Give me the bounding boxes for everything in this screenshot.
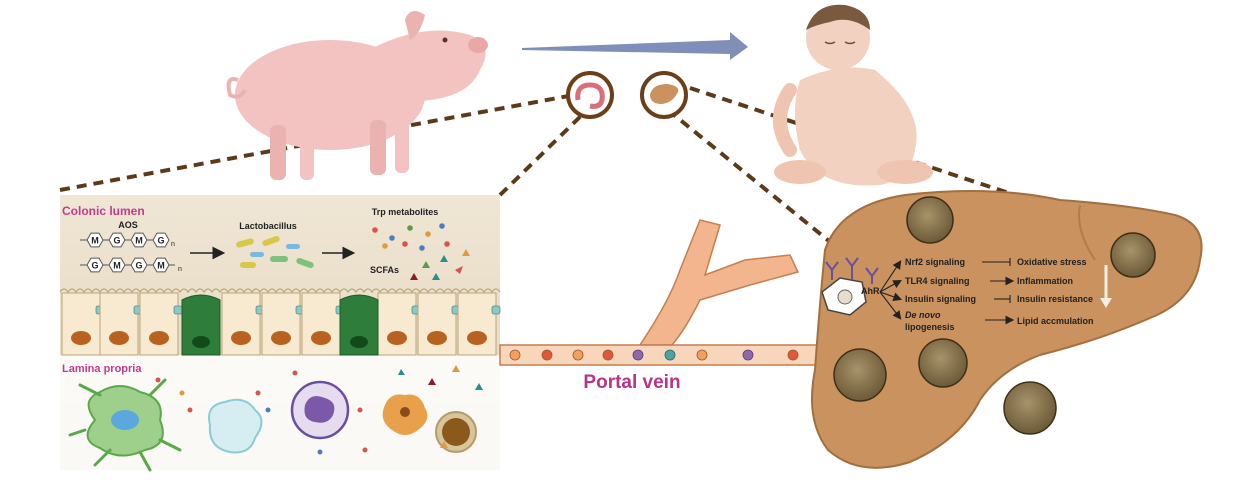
aos-hexagon — [86, 257, 104, 273]
tight-junction — [173, 305, 183, 315]
aos-hexagon — [152, 232, 170, 248]
aos-unit-label: M — [113, 261, 121, 271]
ahr-label: AhR — [861, 286, 880, 296]
epithelial-cell — [221, 292, 261, 356]
oxidative-stress-label: Oxidative stress — [1017, 257, 1087, 267]
portal-vein — [499, 219, 836, 366]
cell-nucleus — [231, 331, 251, 345]
epithelial-cell — [377, 292, 417, 356]
goblet-nucleus — [350, 336, 368, 348]
aos-unit-label: G — [135, 261, 142, 271]
cell-nucleus — [311, 331, 331, 345]
insulin-signaling-label: Insulin signaling — [905, 294, 976, 304]
portal-vein-metabolites — [509, 349, 799, 361]
aos-hexagon — [130, 232, 148, 248]
epithelial-cell — [139, 292, 179, 356]
effect-arrows — [982, 258, 1015, 325]
trp-metabolites-label: Trp metabolites — [372, 207, 439, 217]
aos-label: AOS — [118, 220, 138, 230]
aos-hexagon — [152, 257, 170, 273]
cell-nucleus — [387, 331, 407, 345]
tlr4-signaling-label: TLR4 signaling — [905, 276, 970, 286]
aos-hexagon — [130, 257, 148, 273]
goblet-cell — [181, 294, 221, 356]
epithelial-cell — [61, 292, 101, 356]
ahr-branch-lines — [879, 260, 903, 320]
inflammation-label: Inflammation — [1017, 276, 1073, 286]
cell-nucleus — [467, 331, 487, 345]
goblet-cell — [339, 294, 379, 356]
liver-organ-icon — [640, 71, 688, 119]
epithelium-layer — [59, 288, 501, 356]
epithelial-cell — [301, 292, 341, 356]
aos-unit-label: G — [157, 236, 164, 246]
cell-nucleus — [271, 331, 291, 345]
epithelial-cell — [457, 292, 497, 356]
cell-nucleus — [149, 331, 169, 345]
aos-unit-label: G — [113, 236, 120, 246]
aos-subscript-1: n — [171, 241, 175, 248]
baby-illustration — [773, 4, 933, 186]
pig-illustration — [226, 11, 488, 180]
colonic-lumen-label: Colonic lumen — [62, 204, 145, 218]
aos-hexagon — [108, 257, 126, 273]
aos-unit-label: M — [157, 261, 165, 271]
lactobacillus-bacteria — [236, 235, 314, 269]
aos-unit-label: M — [135, 236, 143, 246]
growth-arrow — [522, 32, 748, 60]
lipid-accumulation-label: Lipid accmulation — [1017, 316, 1094, 326]
epithelial-cell — [261, 292, 301, 356]
cell-nucleus — [71, 331, 91, 345]
goblet-nucleus — [192, 336, 210, 348]
lipogenesis-label: lipogenesis — [905, 322, 955, 332]
immune-cells — [68, 378, 477, 472]
epithelial-cell — [99, 292, 139, 356]
insulin-resistance-label: Insulin resistance — [1017, 294, 1093, 304]
trp-metabolite-dots — [372, 223, 450, 251]
epithelial-cell — [417, 292, 457, 356]
aos-subscript-2: n — [178, 266, 182, 273]
colon-organ-icon — [566, 71, 614, 119]
liver-lipid-droplets — [833, 196, 1156, 435]
de-novo-label: De novo — [905, 310, 941, 320]
portal-vein-label: Portal vein — [583, 372, 680, 393]
scfa-triangles — [410, 249, 470, 280]
cell-nucleus — [109, 331, 129, 345]
tight-junction — [491, 305, 501, 315]
ahr-receptor-icon — [821, 257, 879, 316]
aos-unit-label: G — [91, 261, 98, 271]
lactobacillus-label: Lactobacillus — [239, 221, 297, 231]
aos-unit-label: M — [91, 236, 99, 246]
lamina-scattered-dots — [155, 365, 483, 455]
lamina-propria-label: Lamina propria — [62, 363, 142, 375]
liver-illustration — [810, 190, 1203, 469]
aos-hexagon — [86, 232, 104, 248]
nrf2-signaling-label: Nrf2 signaling — [905, 257, 965, 267]
cell-nucleus — [427, 331, 447, 345]
aos-hexagon — [108, 232, 126, 248]
downregulation-arrow — [1100, 265, 1112, 308]
scfas-label: SCFAs — [370, 265, 399, 275]
